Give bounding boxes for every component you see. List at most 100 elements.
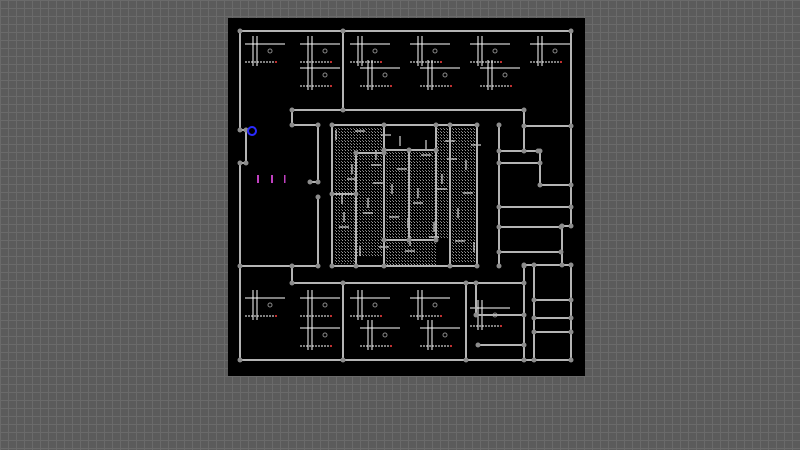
wall-node[interactable] bbox=[315, 194, 321, 200]
wall-node[interactable] bbox=[463, 280, 469, 286]
fixture bbox=[432, 48, 438, 54]
wall-node[interactable] bbox=[568, 123, 574, 129]
wall-node[interactable] bbox=[568, 182, 574, 188]
wall-node[interactable] bbox=[521, 280, 527, 286]
wall-node[interactable] bbox=[406, 147, 412, 153]
wall-node[interactable] bbox=[473, 280, 479, 286]
fixture-mark bbox=[560, 61, 562, 63]
wall-node[interactable] bbox=[340, 107, 346, 113]
wall-node[interactable] bbox=[537, 148, 543, 154]
wall-node[interactable] bbox=[559, 262, 565, 268]
fixture bbox=[322, 332, 328, 338]
wall-node[interactable] bbox=[568, 28, 574, 34]
wall-node[interactable] bbox=[381, 150, 387, 156]
wall-node[interactable] bbox=[531, 315, 537, 321]
wall-node[interactable] bbox=[381, 122, 387, 128]
wall-node[interactable] bbox=[537, 182, 543, 188]
wall-node[interactable] bbox=[329, 263, 335, 269]
wall-node[interactable] bbox=[289, 263, 295, 269]
wall-node[interactable] bbox=[237, 357, 243, 363]
wall-node[interactable] bbox=[568, 297, 574, 303]
hatched-areas bbox=[334, 127, 476, 265]
fixture-mark bbox=[500, 61, 502, 63]
fixture-mark bbox=[380, 315, 382, 317]
wall-node[interactable] bbox=[353, 150, 359, 156]
wall-node[interactable] bbox=[381, 237, 387, 243]
wall-node[interactable] bbox=[307, 179, 313, 185]
wall-node[interactable] bbox=[289, 107, 295, 113]
wall-node[interactable] bbox=[433, 122, 439, 128]
wall-node[interactable] bbox=[237, 263, 243, 269]
wall-node[interactable] bbox=[568, 357, 574, 363]
wall-node[interactable] bbox=[463, 357, 469, 363]
hatch bbox=[356, 127, 384, 257]
wall-node[interactable] bbox=[496, 204, 502, 210]
wall-node[interactable] bbox=[315, 263, 321, 269]
wall-node[interactable] bbox=[558, 249, 564, 255]
wall-node[interactable] bbox=[496, 160, 502, 166]
wall-node[interactable] bbox=[568, 262, 574, 268]
wall-node[interactable] bbox=[521, 148, 527, 154]
wall-node[interactable] bbox=[531, 329, 537, 335]
wall-node[interactable] bbox=[496, 249, 502, 255]
wall-node[interactable] bbox=[406, 237, 412, 243]
wall-node[interactable] bbox=[521, 262, 527, 268]
wall-node[interactable] bbox=[315, 122, 321, 128]
wall-node[interactable] bbox=[568, 223, 574, 229]
wall-node[interactable] bbox=[329, 122, 335, 128]
wall-node[interactable] bbox=[521, 357, 527, 363]
wall-node[interactable] bbox=[237, 127, 243, 133]
wall-node[interactable] bbox=[353, 263, 359, 269]
wall-node[interactable] bbox=[447, 122, 453, 128]
hatch bbox=[334, 127, 356, 264]
fixture bbox=[322, 72, 328, 78]
hatch bbox=[436, 127, 450, 239]
fixture bbox=[382, 72, 388, 78]
fixture-mark bbox=[275, 315, 277, 317]
wall-node[interactable] bbox=[353, 191, 359, 197]
wall-node[interactable] bbox=[531, 262, 537, 268]
wall-node[interactable] bbox=[237, 160, 243, 166]
fixture-mark bbox=[330, 61, 332, 63]
wall-node[interactable] bbox=[531, 297, 537, 303]
fixture-mark bbox=[450, 345, 452, 347]
wall-node[interactable] bbox=[340, 280, 346, 286]
wall-node[interactable] bbox=[521, 107, 527, 113]
wall-node[interactable] bbox=[531, 357, 537, 363]
wall-node[interactable] bbox=[521, 342, 527, 348]
wall-node[interactable] bbox=[340, 28, 346, 34]
wall-node[interactable] bbox=[340, 357, 346, 363]
fixture-mark bbox=[390, 85, 392, 87]
wall-node[interactable] bbox=[315, 179, 321, 185]
wall-node[interactable] bbox=[329, 191, 335, 197]
wall-node[interactable] bbox=[447, 263, 453, 269]
wall-node[interactable] bbox=[433, 147, 439, 153]
wall-node[interactable] bbox=[475, 342, 481, 348]
wall-node[interactable] bbox=[243, 160, 249, 166]
wall-node[interactable] bbox=[433, 237, 439, 243]
wall-node[interactable] bbox=[568, 204, 574, 210]
wall-node[interactable] bbox=[474, 122, 480, 128]
wall-node[interactable] bbox=[496, 148, 502, 154]
wall-node[interactable] bbox=[537, 160, 543, 166]
wall-node[interactable] bbox=[568, 329, 574, 335]
wall-node[interactable] bbox=[496, 263, 502, 269]
wall-node[interactable] bbox=[474, 263, 480, 269]
walls bbox=[239, 30, 572, 361]
wall-node[interactable] bbox=[381, 263, 387, 269]
fixture bbox=[372, 302, 378, 308]
wall-node[interactable] bbox=[521, 123, 527, 129]
wall-node[interactable] bbox=[289, 280, 295, 286]
selection-marker-icon[interactable] bbox=[247, 126, 257, 136]
wall-node[interactable] bbox=[568, 315, 574, 321]
wall-node[interactable] bbox=[496, 224, 502, 230]
wall-node[interactable] bbox=[289, 122, 295, 128]
wall-nodes[interactable] bbox=[237, 28, 574, 363]
wall-node[interactable] bbox=[521, 312, 527, 318]
fixture bbox=[442, 72, 448, 78]
wall-node[interactable] bbox=[496, 122, 502, 128]
wall-node[interactable] bbox=[237, 28, 243, 34]
wall-node[interactable] bbox=[558, 224, 564, 230]
wall-node[interactable] bbox=[473, 312, 479, 318]
